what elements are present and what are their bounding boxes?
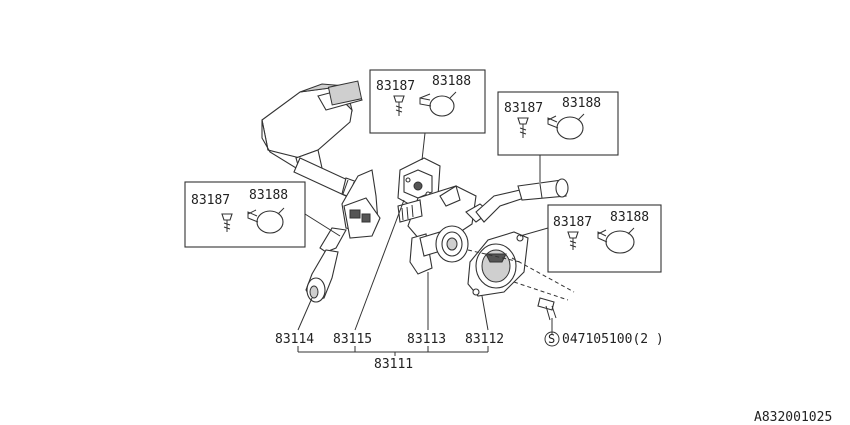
leader-left xyxy=(304,213,341,237)
screw-note: S 047105100(2 ) xyxy=(544,331,664,347)
part-number-83113: 83113 xyxy=(407,332,446,347)
clip-icon xyxy=(419,91,457,117)
clip-icon xyxy=(547,113,585,140)
clip-part-number: 83188 xyxy=(610,210,649,225)
clip-icon xyxy=(247,207,285,234)
screw-icon xyxy=(393,95,405,116)
clip-part-number: 83188 xyxy=(562,96,601,111)
alignment-lines xyxy=(467,249,575,301)
switch-cover xyxy=(467,231,529,297)
steering-column-housing xyxy=(261,80,363,173)
standard-part-symbol: S xyxy=(548,332,555,346)
callout-box-top-center: 83187 83188 xyxy=(369,69,486,134)
clip-icon xyxy=(597,227,635,254)
screw-note-text: 047105100(2 ) xyxy=(562,332,664,347)
callout-box-left: 83187 83188 xyxy=(184,181,306,248)
assembly-bracket xyxy=(297,346,489,356)
screw-icon xyxy=(221,213,233,232)
callout-box-right: 83187 83188 xyxy=(547,204,662,273)
screw-part-number: 83187 xyxy=(191,193,230,208)
leader-83114 xyxy=(297,297,313,331)
diagram-code: A832001025 xyxy=(754,410,832,425)
leader-top-center xyxy=(421,132,426,161)
assembly-part-number: 83111 xyxy=(374,357,413,372)
combination-switch-body xyxy=(397,185,491,275)
screw-part-number: 83187 xyxy=(504,101,543,116)
part-number-83112: 83112 xyxy=(465,332,504,347)
leader-83115 xyxy=(354,199,405,331)
part-number-83115: 83115 xyxy=(333,332,372,347)
cover-screw xyxy=(537,297,557,321)
screw-icon xyxy=(517,117,529,138)
clip-part-number: 83188 xyxy=(432,74,471,89)
screw-part-number: 83187 xyxy=(376,79,415,94)
leader-right xyxy=(519,227,549,237)
clip-part-number: 83188 xyxy=(249,188,288,203)
turn-signal-stalk xyxy=(475,178,569,223)
part-number-83114: 83114 xyxy=(275,332,314,347)
wiper-switch xyxy=(305,169,381,303)
screw-part-number: 83187 xyxy=(553,215,592,230)
callout-box-top-right: 83187 83188 xyxy=(497,91,619,156)
leader-83112 xyxy=(481,295,489,331)
screw-icon xyxy=(567,231,579,250)
